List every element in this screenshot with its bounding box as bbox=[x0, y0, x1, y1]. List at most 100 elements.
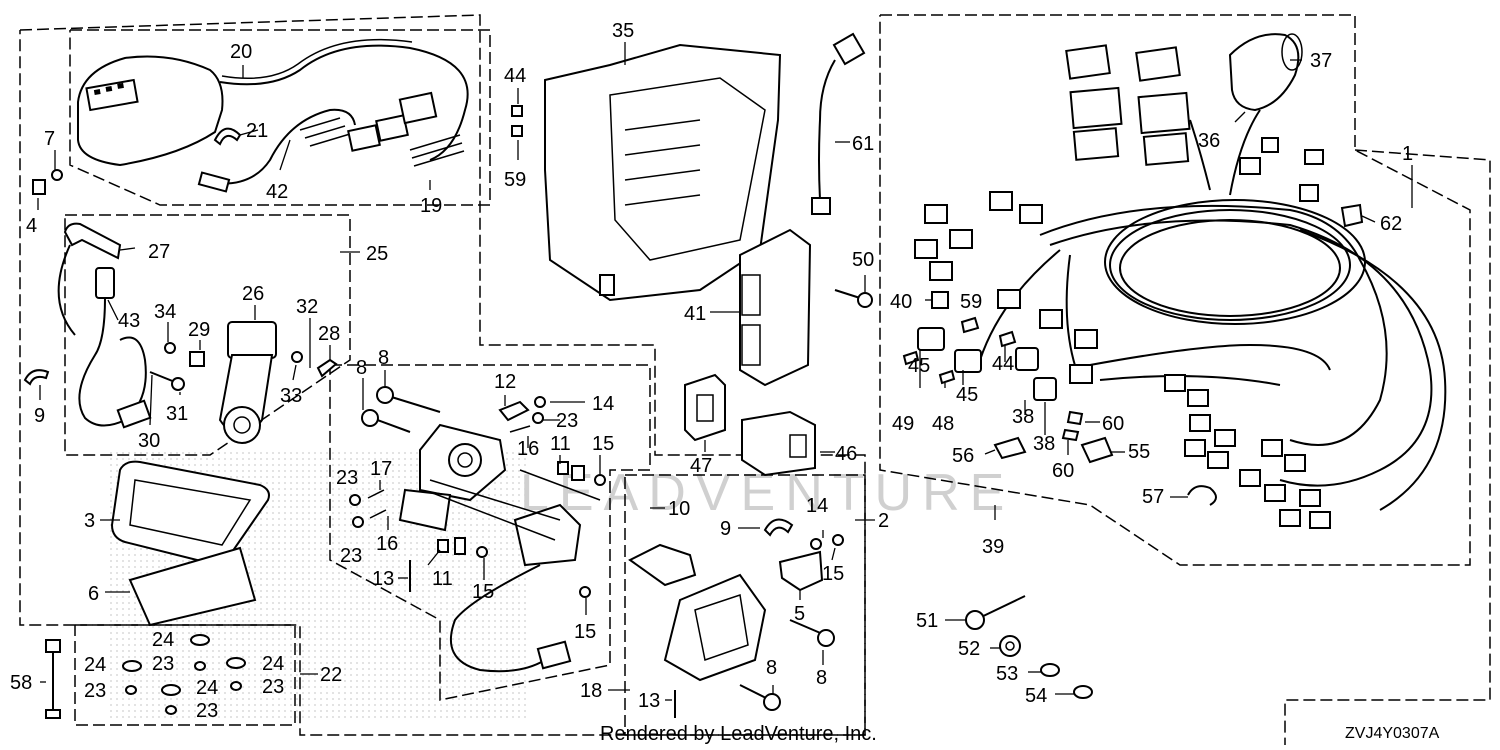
part-45-connector-a bbox=[917, 327, 945, 351]
callout-8d: 8 bbox=[766, 657, 777, 679]
callout-19: 19 bbox=[420, 195, 442, 217]
part-51-bolt bbox=[965, 595, 1026, 630]
callout-1: 1 bbox=[1402, 143, 1413, 165]
callout-17: 17 bbox=[370, 458, 392, 480]
callout-30: 30 bbox=[138, 430, 160, 452]
part-22-hardware bbox=[122, 634, 246, 715]
part-46-connector bbox=[741, 410, 816, 477]
part-6-gasket bbox=[128, 546, 257, 627]
callout-23g: 23 bbox=[196, 700, 218, 722]
part-11-clip bbox=[557, 461, 569, 475]
connectors-group-19 bbox=[347, 91, 465, 167]
part-38-connector-a bbox=[1015, 347, 1039, 371]
callout-33: 33 bbox=[280, 385, 302, 407]
callout-23c: 23 bbox=[340, 545, 362, 567]
part-23-nut-left-b bbox=[352, 516, 364, 528]
part-15-screw bbox=[594, 474, 606, 486]
part-43-sensor-cable bbox=[78, 267, 152, 429]
part-14-nut bbox=[534, 396, 546, 408]
part-15-screw-lower bbox=[476, 546, 488, 558]
callout-11b: 11 bbox=[432, 568, 453, 590]
part-48-seal bbox=[938, 369, 956, 385]
callout-24d: 24 bbox=[196, 677, 218, 699]
part-44-terminal bbox=[998, 330, 1017, 348]
harness-connectors bbox=[914, 44, 1331, 529]
part-45-connector-b bbox=[954, 349, 982, 373]
part-53-washer bbox=[1040, 663, 1060, 677]
callout-3: 3 bbox=[84, 510, 95, 532]
callout-59a: 59 bbox=[504, 169, 526, 191]
callout-8c: 8 bbox=[816, 667, 827, 689]
callout-5: 5 bbox=[794, 603, 805, 625]
callout-8a: 8 bbox=[378, 347, 389, 369]
callout-62: 62 bbox=[1380, 213, 1402, 235]
part-38-connector-b bbox=[1033, 377, 1057, 401]
part-47-relay bbox=[684, 373, 726, 442]
part-41-ecu bbox=[739, 228, 812, 387]
callout-59b: 59 bbox=[960, 291, 982, 313]
callout-37: 37 bbox=[1310, 50, 1332, 72]
callout-26: 26 bbox=[242, 283, 264, 305]
part-23-nut-left bbox=[349, 494, 361, 506]
callout-24c: 24 bbox=[262, 653, 284, 675]
part-8-bolts-lower bbox=[739, 619, 835, 711]
callout-12: 12 bbox=[494, 371, 516, 393]
callout-labels: 1 2 3 4 5 6 7 8 8 8 8 9 9 10 11 11 12 13… bbox=[10, 20, 1413, 722]
part-58-long-bolt bbox=[45, 639, 61, 719]
callout-35: 35 bbox=[612, 20, 634, 42]
callout-16a: 16 bbox=[517, 438, 539, 460]
part-11-clip-lower bbox=[437, 539, 449, 553]
callout-28: 28 bbox=[318, 323, 340, 345]
part-40-cap bbox=[931, 291, 949, 309]
callout-16b: 16 bbox=[376, 533, 398, 555]
part-14-nut-right bbox=[810, 538, 822, 550]
part-16-spring bbox=[509, 425, 531, 433]
part-10-throttle-unit bbox=[398, 423, 601, 567]
callout-58: 58 bbox=[10, 672, 32, 694]
part-44-clip bbox=[511, 105, 523, 117]
part-36-connector bbox=[1239, 157, 1261, 175]
part-20-meter bbox=[77, 38, 469, 167]
part-26-shift-arm bbox=[218, 321, 277, 444]
callout-22: 22 bbox=[320, 664, 342, 686]
callout-36: 36 bbox=[1198, 130, 1220, 152]
part-54-washer bbox=[1073, 685, 1093, 699]
callout-21: 21 bbox=[246, 120, 268, 142]
callout-23f: 23 bbox=[262, 676, 284, 698]
callout-18: 18 bbox=[580, 680, 602, 702]
part-17-spring bbox=[367, 489, 387, 519]
callout-60b: 60 bbox=[1052, 460, 1074, 482]
callout-23a: 23 bbox=[556, 410, 578, 432]
callout-50: 50 bbox=[852, 249, 874, 271]
callout-9b: 9 bbox=[720, 518, 731, 540]
part-4-nut bbox=[32, 179, 46, 195]
callout-6: 6 bbox=[88, 583, 99, 605]
callout-10: 10 bbox=[668, 498, 690, 520]
part-42-subharness bbox=[197, 108, 356, 193]
part-59-clip bbox=[511, 125, 523, 137]
callout-15d: 15 bbox=[822, 563, 844, 585]
part-59-terminal bbox=[960, 316, 980, 334]
part-34-screw bbox=[164, 342, 176, 354]
callout-60a: 60 bbox=[1102, 413, 1124, 435]
callout-39: 39 bbox=[982, 536, 1004, 558]
part-52-nut bbox=[999, 635, 1021, 657]
callout-15c: 15 bbox=[574, 621, 596, 643]
callout-13a: 13 bbox=[372, 568, 394, 590]
part-8-bolts bbox=[361, 386, 441, 433]
part-57-band bbox=[1187, 485, 1217, 506]
callout-9a: 9 bbox=[34, 405, 45, 427]
part-11-clip-lower-b bbox=[454, 537, 466, 555]
callout-45b: 45 bbox=[956, 384, 978, 406]
diagram-code: ZVJ4Y0307A bbox=[1345, 725, 1440, 742]
callout-20: 20 bbox=[230, 41, 252, 63]
callout-24b: 24 bbox=[84, 654, 106, 676]
callout-15a: 15 bbox=[592, 433, 614, 455]
part-7-screw bbox=[51, 169, 63, 181]
callout-51: 51 bbox=[916, 610, 938, 632]
part-23-nut bbox=[532, 412, 544, 424]
callout-43: 43 bbox=[118, 310, 140, 332]
part-29-clip bbox=[189, 351, 205, 367]
part-27-cover bbox=[57, 222, 122, 336]
callout-29: 29 bbox=[188, 319, 210, 341]
